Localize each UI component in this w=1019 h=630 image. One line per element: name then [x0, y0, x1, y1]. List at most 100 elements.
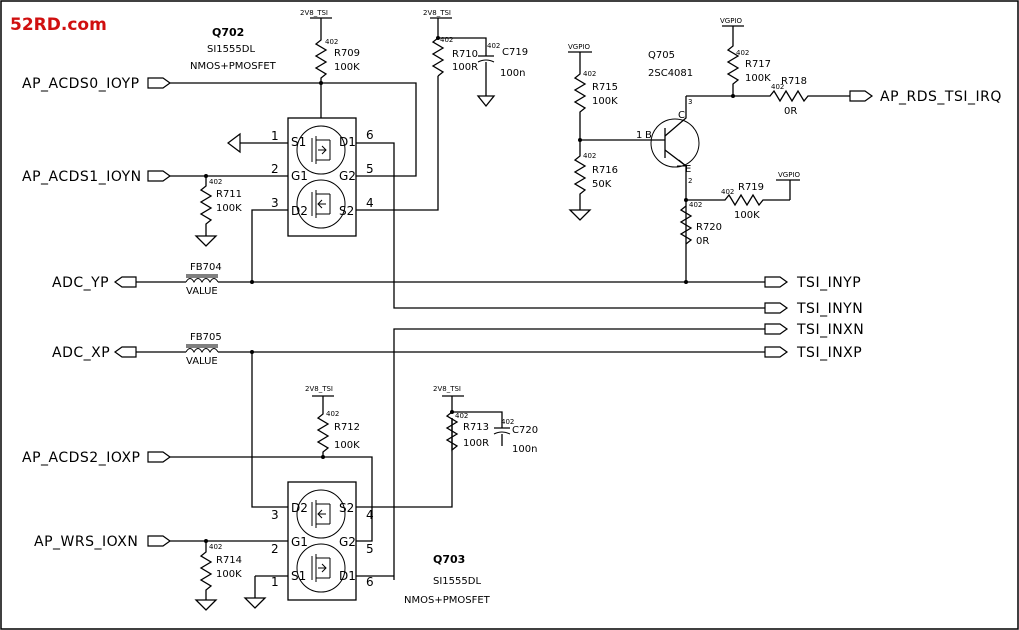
q705-e-pin: 2 — [688, 177, 692, 185]
svg-text:AP_ACDS1_IOYN: AP_ACDS1_IOYN — [22, 169, 142, 185]
svg-text:402: 402 — [209, 178, 222, 186]
q702-ref: Q702 — [212, 26, 244, 39]
q702-pin-d2: D2 — [291, 204, 308, 218]
c720-ref: C720 — [512, 425, 538, 436]
svg-text:402: 402 — [689, 201, 702, 209]
q703-pin-2: 2 — [271, 542, 279, 556]
q702-pin-6: 6 — [366, 128, 374, 142]
svg-text:402: 402 — [487, 42, 500, 50]
fb704-ref: FB704 — [190, 262, 222, 273]
q705-b-label: B — [645, 130, 652, 141]
rail-vgpio-r719: VGPIO — [778, 171, 800, 179]
rail-2v8-r712: 2V8_TSI — [305, 385, 333, 393]
r712-ref: R712 — [334, 422, 360, 433]
q703-pin-d1: D1 — [339, 569, 356, 583]
q702-mosfet: S1 G1 D2 D1 G2 S2 1 2 3 6 5 4 — [271, 117, 374, 237]
r714-val: 100K — [216, 569, 242, 580]
r720-ref: R720 — [696, 222, 722, 233]
r709-ref: R709 — [334, 48, 360, 59]
svg-text:AP_ACDS0_IOYP: AP_ACDS0_IOYP — [22, 76, 140, 92]
r711-val: 100K — [216, 203, 242, 214]
svg-text:402: 402 — [325, 38, 338, 46]
port-ap-acds2: AP_ACDS2_IOXP — [22, 450, 172, 466]
q703-pin-g1: G1 — [291, 535, 308, 549]
ground-triangle-icon — [227, 132, 241, 154]
svg-text:TSI_INXN: TSI_INXN — [796, 322, 864, 338]
q705-ref: Q705 — [648, 50, 675, 61]
q703-ref: Q703 — [433, 553, 465, 566]
r716-ref: R716 — [592, 165, 618, 176]
c719-ref: C719 — [502, 47, 528, 58]
svg-text:402: 402 — [736, 49, 749, 57]
r718-ref: R718 — [781, 76, 807, 87]
q703-pin-6: 6 — [366, 575, 374, 589]
svg-text:AP_RDS_TSI_IRQ: AP_RDS_TSI_IRQ — [880, 89, 1002, 105]
q703-pin-3: 3 — [271, 508, 279, 522]
q702-part: SI1555DL — [207, 44, 255, 55]
port-tsi-inxp: TSI_INXP — [764, 345, 862, 361]
q702-pin-s1: S1 — [291, 135, 306, 149]
q703-pin-5: 5 — [366, 542, 374, 556]
q705-e-label: E — [685, 164, 691, 175]
svg-text:AP_WRS_IOXN: AP_WRS_IOXN — [34, 534, 138, 550]
svg-text:402: 402 — [440, 36, 453, 44]
q702-pin-1: 1 — [271, 129, 279, 143]
r712-val: 100K — [334, 440, 360, 451]
q703-pin-4: 4 — [366, 508, 374, 522]
q702-pin-4: 4 — [366, 196, 374, 210]
r715-ref: R715 — [592, 82, 618, 93]
r713-ref: R713 — [463, 422, 489, 433]
svg-text:ADC_YP: ADC_YP — [52, 275, 109, 291]
fb705-ref: FB705 — [190, 332, 222, 343]
r713-val: 100R — [463, 438, 489, 449]
svg-text:402: 402 — [455, 412, 468, 420]
fb704-val: VALUE — [186, 286, 218, 297]
svg-text:402: 402 — [771, 83, 784, 91]
q705-b-pin: 1 — [636, 130, 642, 141]
rail-vgpio-r717: VGPIO — [720, 17, 742, 25]
svg-text:TSI_INYP: TSI_INYP — [796, 275, 861, 291]
svg-text:ADC_XP: ADC_XP — [52, 345, 110, 361]
port-ap-wrs: AP_WRS_IOXN — [34, 534, 172, 550]
svg-text:402: 402 — [501, 418, 514, 426]
rail-2v8-r709: 2V8_TSI — [300, 9, 328, 17]
q702-pin-g1: G1 — [291, 169, 308, 183]
svg-text:402: 402 — [721, 188, 734, 196]
c719-val: 100n — [500, 68, 525, 79]
svg-text:402: 402 — [209, 543, 222, 551]
rail-2v8-r713: 2V8_TSI — [433, 385, 461, 393]
svg-text:402: 402 — [583, 152, 596, 160]
q702-desc: NMOS+PMOSFET — [190, 61, 277, 72]
r710-val: 100R — [452, 62, 478, 73]
r709-val: 100K — [334, 62, 360, 73]
r717-ref: R717 — [745, 59, 771, 70]
r718-val: 0R — [784, 106, 797, 117]
svg-text:402: 402 — [326, 410, 339, 418]
r717-val: 100K — [745, 73, 771, 84]
svg-text:AP_ACDS2_IOXP: AP_ACDS2_IOXP — [22, 450, 141, 466]
rail-vgpio-r715: VGPIO — [568, 43, 590, 51]
r715-val: 100K — [592, 96, 618, 107]
q702-pin-d1: D1 — [339, 135, 356, 149]
port-adc-yp: ADC_YP — [52, 275, 137, 291]
q702-pin-2: 2 — [271, 162, 279, 176]
port-ap-acds1: AP_ACDS1_IOYN — [22, 169, 172, 185]
r714-ref: R714 — [216, 555, 242, 566]
r719-ref: R719 — [738, 182, 764, 193]
q703-pin-s1: S1 — [291, 569, 306, 583]
r710-ref: R710 — [452, 49, 478, 60]
q702-pin-3: 3 — [271, 196, 279, 210]
q703-mosfet: D2 G1 S1 S2 G2 D1 3 2 1 4 5 6 — [271, 481, 374, 601]
q705-c-pin: 3 — [688, 98, 692, 106]
r720-val: 0R — [696, 236, 709, 247]
r711-ref: R711 — [216, 189, 242, 200]
watermark: 52RD.com — [10, 15, 107, 35]
q703-desc: NMOS+PMOSFET — [404, 595, 491, 606]
c720-val: 100n — [512, 444, 537, 455]
port-rds-irq: AP_RDS_TSI_IRQ — [849, 89, 1002, 105]
q702-pin-s2: S2 — [339, 204, 354, 218]
fb705-val: VALUE — [186, 356, 218, 367]
q703-pin-g2: G2 — [339, 535, 356, 549]
